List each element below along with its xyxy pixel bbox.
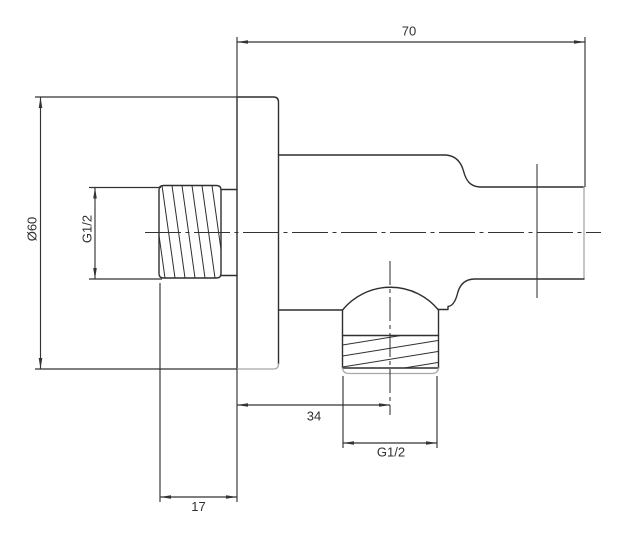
label-34: 34 xyxy=(307,409,321,424)
dimension-lines xyxy=(35,37,586,502)
body-bottom-profile xyxy=(437,278,585,311)
body-top-profile xyxy=(277,154,585,188)
wall-plate-bottom-edge xyxy=(236,363,280,370)
label-70: 70 xyxy=(402,24,416,39)
wall-plate xyxy=(236,96,280,370)
label-g12-inlet: G1/2 xyxy=(80,215,95,243)
outlet-dome xyxy=(341,286,440,311)
label-g12-outlet: G1/2 xyxy=(377,445,405,460)
inlet-thread-hatch xyxy=(159,185,221,278)
label-17: 17 xyxy=(191,499,205,514)
inlet-thread-outline xyxy=(158,184,222,279)
part-outline xyxy=(158,96,585,375)
label-d60: Ø60 xyxy=(25,217,40,242)
centerlines xyxy=(145,164,601,415)
dimension-labels: 70 Ø60 G1/2 34 G1/2 17 xyxy=(25,24,417,515)
